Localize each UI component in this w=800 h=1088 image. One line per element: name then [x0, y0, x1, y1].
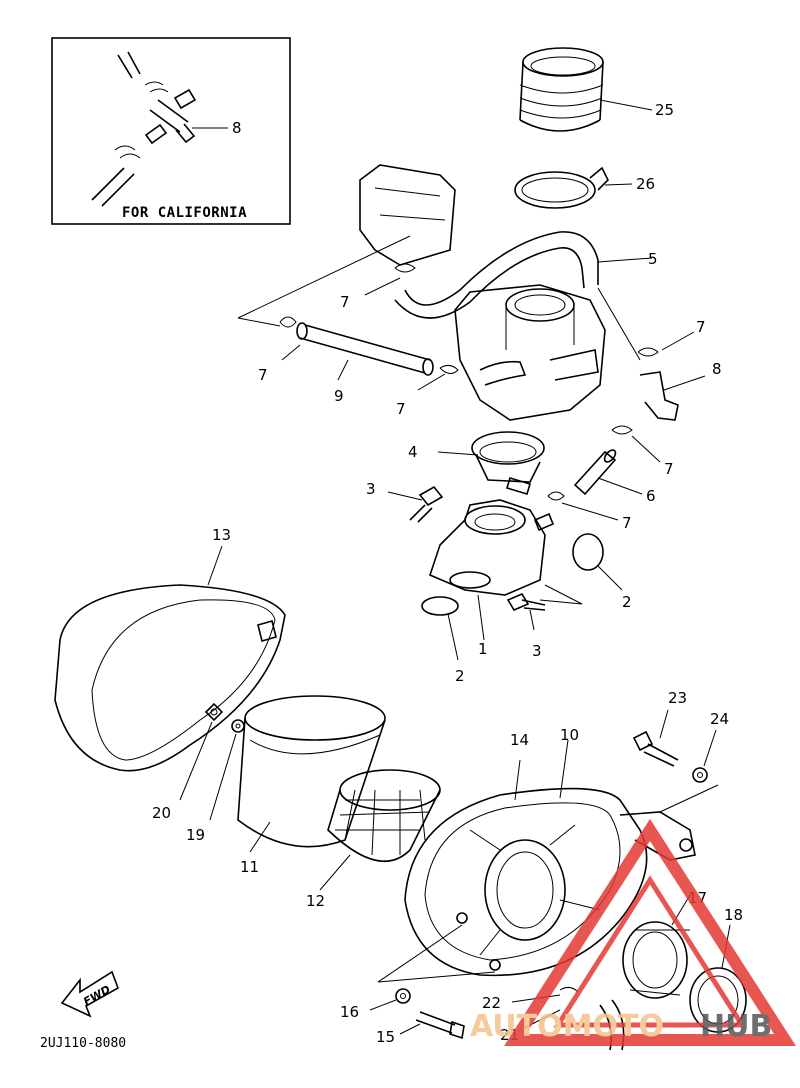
label-3-lower: 3 — [532, 642, 542, 660]
part-12-mesh — [319, 769, 441, 891]
part-13-cover — [54, 545, 286, 772]
label-7-right-top: 7 — [696, 318, 706, 336]
label-7-right: 7 — [664, 460, 674, 478]
label-19: 19 — [186, 826, 205, 844]
label-9: 9 — [334, 387, 344, 405]
inset-caption: FOR CALIFORNIA — [122, 205, 247, 221]
part-25-joint — [519, 47, 653, 132]
label-22: 22 — [482, 994, 501, 1012]
fwd-label: FWD — [81, 983, 112, 1009]
label-24: 24 — [710, 710, 729, 728]
label-20: 20 — [152, 804, 171, 822]
label-16: 16 — [340, 1003, 359, 1021]
label-7-top: 7 — [340, 293, 350, 311]
watermark-triangle-icon — [504, 818, 796, 1046]
watermark-text-hub: HUB — [700, 1009, 772, 1044]
label-2-left: 2 — [455, 667, 465, 685]
label-10: 10 — [560, 726, 579, 744]
label-3-upper: 3 — [366, 480, 376, 498]
automotohub-watermark: AUTOMOTO HUB — [470, 818, 796, 1046]
intake-manifold — [387, 431, 623, 661]
part-11-element — [237, 695, 386, 853]
fwd-arrow-icon: FWD — [60, 970, 119, 1018]
right-fittings — [547, 287, 706, 521]
label-7-mid: 7 — [396, 400, 406, 418]
label-6: 6 — [646, 487, 656, 505]
label-2-right: 2 — [622, 593, 632, 611]
parts-20-19 — [179, 702, 245, 821]
watermark-text-automoto: AUTOMOTO — [470, 1009, 664, 1044]
watermark-inner-triangle-icon — [553, 875, 747, 1028]
carburetor-assembly — [237, 164, 653, 421]
diagram-code: 2UJ110-8080 — [40, 1036, 126, 1051]
label-23: 23 — [668, 689, 687, 707]
parts-23-24 — [632, 709, 719, 813]
label-8-inset: 8 — [232, 119, 242, 137]
label-1: 1 — [478, 640, 488, 658]
label-7-lower: 7 — [622, 514, 632, 532]
inset-border — [51, 37, 291, 225]
label-13: 13 — [212, 526, 231, 544]
label-25: 25 — [655, 101, 674, 119]
label-15: 15 — [376, 1028, 395, 1046]
part-26-clamp — [514, 166, 633, 209]
label-7-left: 7 — [258, 366, 268, 384]
label-5: 5 — [648, 250, 658, 268]
label-26: 26 — [636, 175, 655, 193]
label-4: 4 — [408, 443, 418, 461]
label-14: 14 — [510, 731, 529, 749]
part-10-case — [404, 739, 696, 977]
label-12: 12 — [306, 892, 325, 910]
label-18: 18 — [724, 906, 743, 924]
label-8: 8 — [712, 360, 722, 378]
label-11: 11 — [240, 858, 259, 876]
california-inset: 8 FOR CALIFORNIA — [51, 37, 291, 225]
